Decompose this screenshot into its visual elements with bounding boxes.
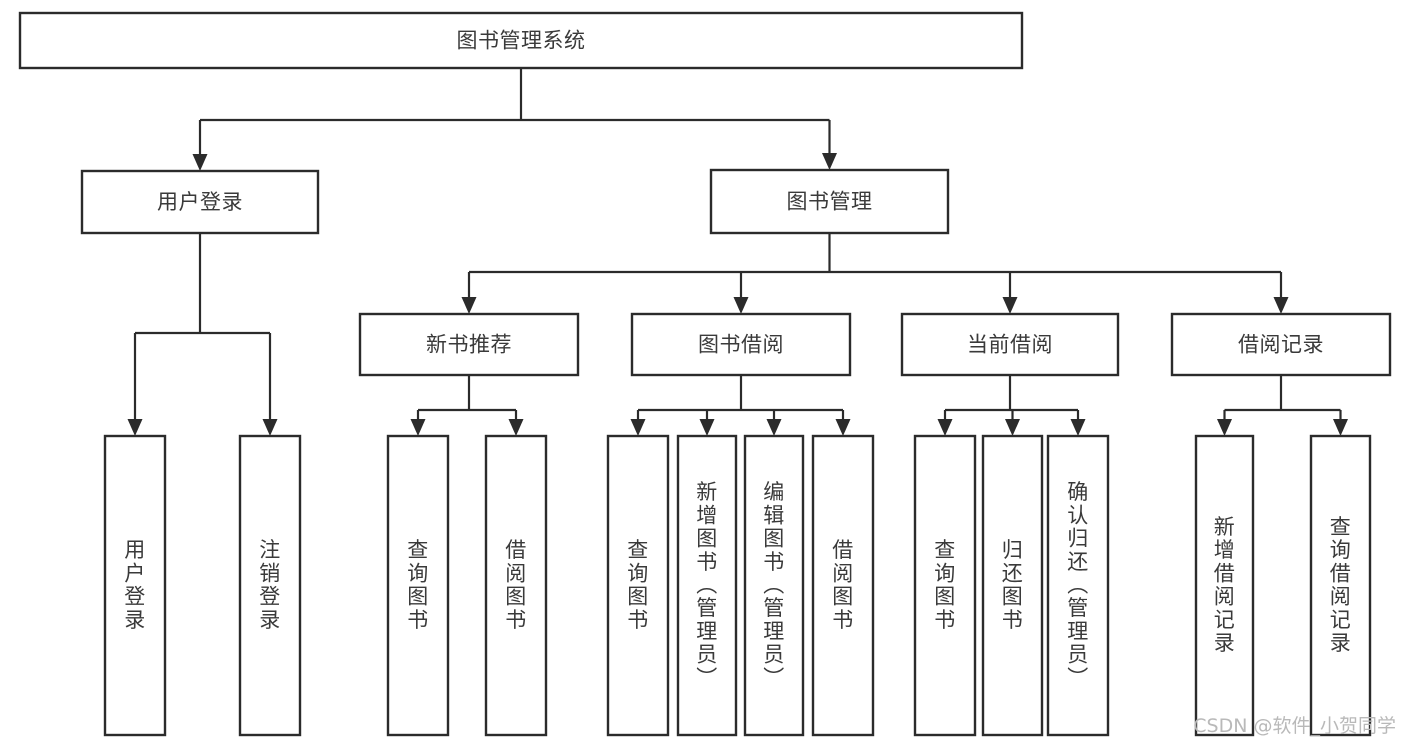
node-box	[238, 434, 302, 737]
node-label: 查询图书	[627, 538, 649, 632]
node-box	[1309, 434, 1372, 737]
node-leaf-user-logout[interactable]: 注销登录	[238, 434, 302, 737]
node-label: 图书管理	[787, 190, 873, 214]
node-book-manage[interactable]: 图书管理	[709, 168, 950, 235]
node-box	[606, 434, 670, 737]
arrow-head-icon	[262, 419, 278, 436]
node-label: 新书推荐	[426, 333, 512, 357]
node-bb-edit-book[interactable]: 编辑图书︵管理员︶	[743, 434, 805, 737]
node-label: 当前借阅	[967, 333, 1053, 357]
node-cb-confirm-return[interactable]: 确认归还︵管理员︶	[1046, 434, 1110, 737]
node-box	[709, 168, 950, 235]
arrow-head-icon	[699, 419, 715, 436]
node-user-login[interactable]: 用户登录	[80, 169, 320, 235]
node-label: 用户登录	[124, 538, 146, 632]
node-label: 借阅记录	[1238, 333, 1324, 357]
node-label: 借阅图书	[505, 538, 527, 632]
node-box	[676, 434, 738, 737]
node-current-borrow[interactable]: 当前借阅	[900, 312, 1120, 377]
node-label: 查询图书	[934, 538, 956, 632]
node-box	[484, 434, 548, 737]
node-label: 图书管理系统	[457, 29, 586, 53]
arrow-head-icon	[630, 419, 646, 436]
node-new-book-rec[interactable]: 新书推荐	[358, 312, 580, 377]
node-box	[913, 434, 977, 737]
arrow-head-icon	[127, 419, 143, 436]
arrow-head-icon	[822, 153, 837, 170]
node-box	[1170, 312, 1392, 377]
node-box	[1194, 434, 1255, 737]
node-br-add-record[interactable]: 新增借阅记录	[1194, 434, 1255, 737]
node-label: 查询借阅记录	[1330, 515, 1352, 655]
node-bb-query-book[interactable]: 查询图书	[606, 434, 670, 737]
node-label: 新增图书︵管理员︶	[696, 480, 718, 690]
arrow-head-icon	[1070, 419, 1086, 436]
arrow-head-icon	[410, 419, 426, 436]
node-root-system[interactable]: 图书管理系统	[18, 11, 1024, 70]
node-label: 确认归还︵管理员︶	[1067, 480, 1089, 690]
node-box	[743, 434, 805, 737]
node-nb-borrow-book[interactable]: 借阅图书	[484, 434, 548, 737]
node-br-query-record[interactable]: 查询借阅记录	[1309, 434, 1372, 737]
csdn-watermark: CSDN @软件_小贺同学	[1193, 715, 1396, 737]
node-box	[103, 434, 167, 737]
node-box	[358, 312, 580, 377]
arrow-head-icon	[1002, 297, 1018, 314]
arrow-head-icon	[766, 419, 782, 436]
node-label: 用户登录	[157, 190, 243, 214]
node-box	[630, 312, 852, 377]
diagram-nodes: 图书管理系统用户登录图书管理新书推荐图书借阅当前借阅借阅记录用户登录注销登录查询…	[18, 11, 1392, 737]
node-bb-add-book[interactable]: 新增图书︵管理员︶	[676, 434, 738, 737]
node-nb-query-book[interactable]: 查询图书	[386, 434, 450, 737]
node-leaf-user-login[interactable]: 用户登录	[103, 434, 167, 737]
node-box	[80, 169, 320, 235]
arrow-head-icon	[733, 297, 749, 314]
node-label: 借阅图书	[832, 538, 854, 632]
arrow-head-icon	[1217, 419, 1232, 436]
node-box	[811, 434, 875, 737]
node-box	[1046, 434, 1110, 737]
node-cb-return-book[interactable]: 归还图书	[981, 434, 1044, 737]
node-box	[18, 11, 1024, 70]
node-cb-query-book[interactable]: 查询图书	[913, 434, 977, 737]
arrow-head-icon	[461, 297, 477, 314]
arrow-head-icon	[508, 419, 524, 436]
node-label: 归还图书	[1002, 538, 1024, 632]
arrow-head-icon	[937, 419, 953, 436]
node-borrow-record[interactable]: 借阅记录	[1170, 312, 1392, 377]
arrow-head-icon	[192, 154, 208, 171]
node-box	[386, 434, 450, 737]
arrow-head-icon	[1005, 419, 1020, 436]
node-box	[900, 312, 1120, 377]
arrow-head-icon	[1333, 419, 1348, 436]
connector-lines	[127, 68, 1348, 436]
node-label: 图书借阅	[698, 333, 784, 357]
node-book-borrow[interactable]: 图书借阅	[630, 312, 852, 377]
node-label: 新增借阅记录	[1214, 515, 1236, 655]
node-label: 编辑图书︵管理员︶	[763, 480, 785, 690]
node-label: 查询图书	[407, 538, 429, 632]
node-box	[981, 434, 1044, 737]
arrow-head-icon	[835, 419, 851, 436]
node-bb-borrow-book[interactable]: 借阅图书	[811, 434, 875, 737]
arrow-head-icon	[1273, 297, 1289, 314]
node-label: 注销登录	[259, 538, 281, 632]
